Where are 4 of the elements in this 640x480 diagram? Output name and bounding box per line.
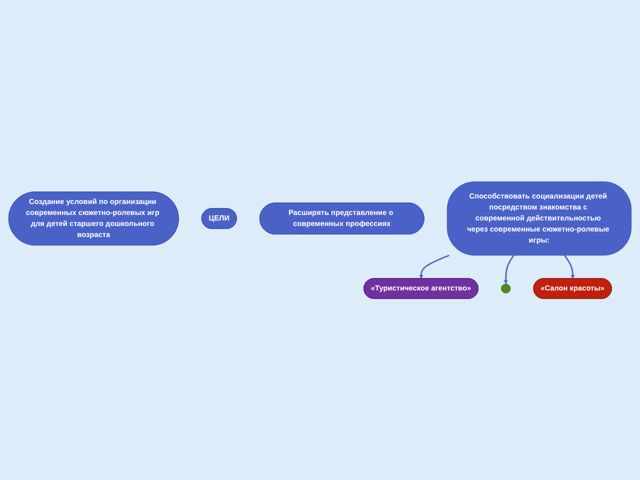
arrow [564, 254, 575, 279]
arrow [419, 254, 450, 279]
node-circle [501, 284, 511, 294]
arrow [504, 254, 514, 284]
